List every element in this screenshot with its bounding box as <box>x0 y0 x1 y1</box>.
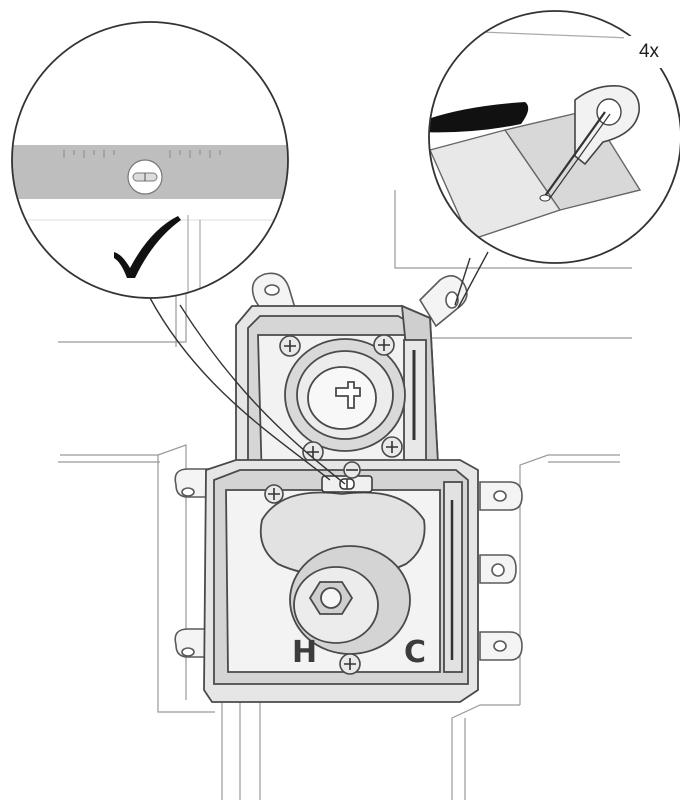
lower-screws <box>264 461 361 675</box>
upper-screws <box>279 334 403 463</box>
cold-label: C <box>404 635 427 670</box>
screw-icon <box>335 381 361 409</box>
screw-callout <box>428 10 680 264</box>
level-callout <box>11 21 289 299</box>
lower-cartridge <box>289 545 411 655</box>
upper-cartridge <box>284 338 406 452</box>
hot-label: H <box>292 635 318 670</box>
quantity-label: 4x <box>624 36 674 68</box>
wall-framing <box>58 190 632 800</box>
callout-leaders <box>149 251 489 485</box>
spirit-level-icon <box>321 475 373 493</box>
check-mark-icon <box>114 216 181 278</box>
